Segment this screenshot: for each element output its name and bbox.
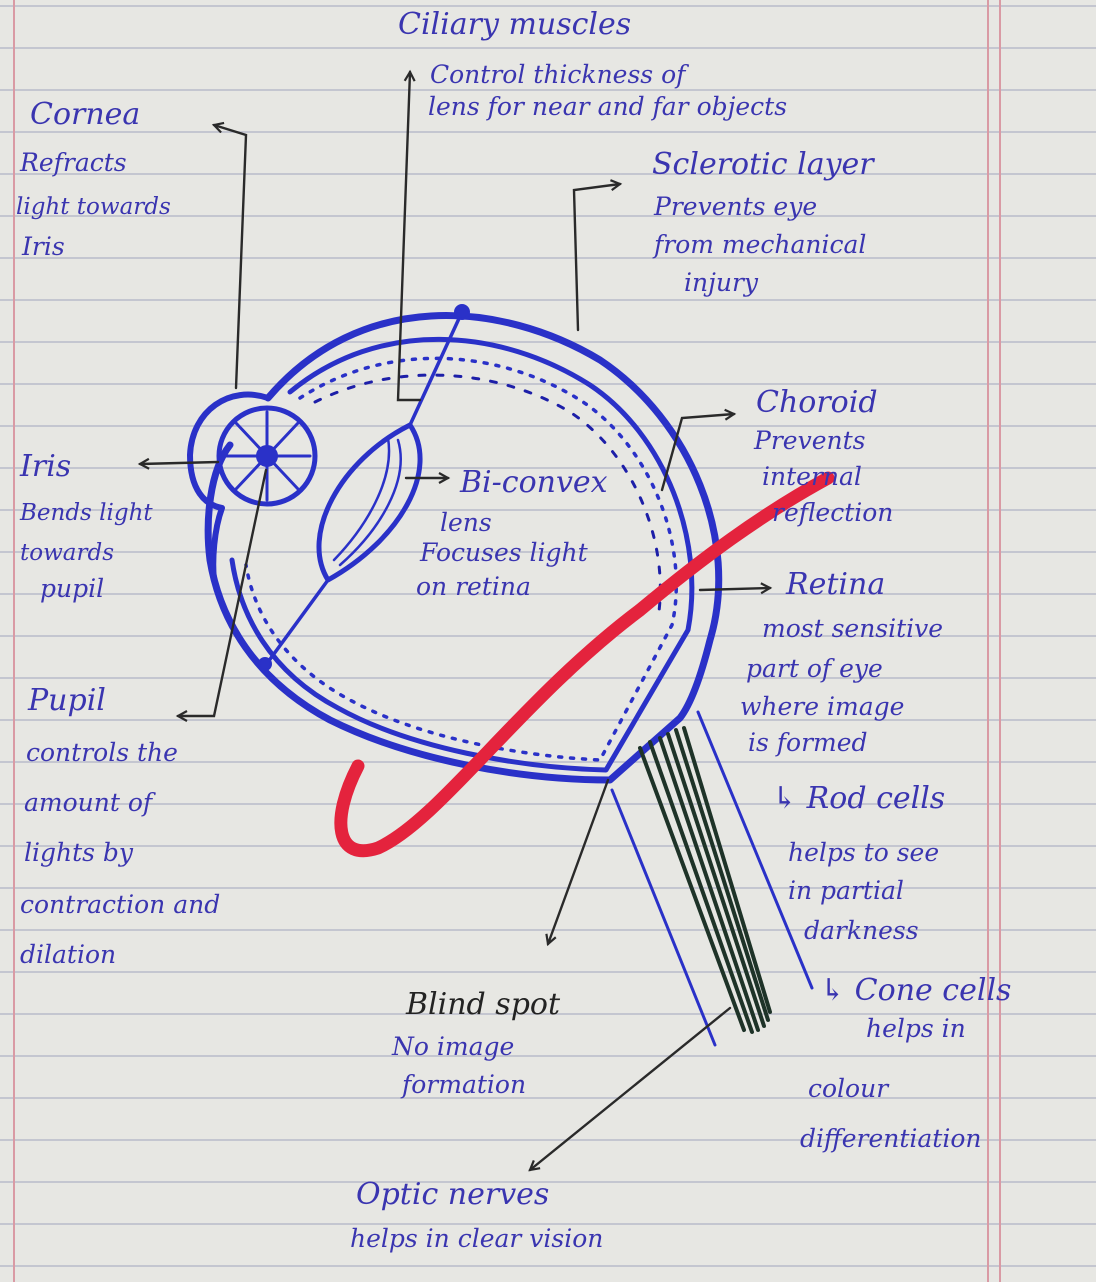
desc-rod-2: in partial	[788, 878, 904, 903]
cornea-pointer	[214, 125, 246, 388]
label-retina: Retina	[786, 570, 885, 600]
desc-ciliary-1: Control thickness of	[430, 62, 685, 87]
desc-cone-2: colour	[808, 1076, 888, 1101]
desc-rod-1: helps to see	[788, 840, 939, 865]
desc-lens-2: Focuses light	[420, 540, 588, 565]
desc-retina-2: part of eye	[746, 656, 883, 681]
desc-choroid-1: Prevents	[754, 428, 865, 453]
desc-blindspot-2: formation	[402, 1072, 526, 1097]
desc-rod-3: darkness	[804, 918, 919, 943]
desc-cone-1: helps in	[866, 1016, 966, 1041]
desc-sclerotic-1: Prevents eye	[654, 194, 817, 219]
desc-ciliary-2: lens for near and far objects	[428, 94, 787, 119]
desc-lens-3: on retina	[416, 574, 531, 599]
label-optic-nerves: Optic nerves	[356, 1180, 549, 1210]
label-iris: Iris	[20, 452, 71, 482]
label-choroid: Choroid	[756, 388, 878, 418]
optic-pointer	[530, 1008, 730, 1170]
label-cone-cells: ↳ Cone cells	[820, 976, 1011, 1006]
desc-pupil-5: dilation	[20, 942, 116, 967]
desc-pupil-1: controls the	[26, 740, 178, 765]
desc-blindspot-1: No image	[392, 1034, 514, 1059]
pupil	[257, 446, 277, 466]
desc-cornea-3: Iris	[22, 234, 65, 259]
label-pupil: Pupil	[28, 686, 106, 716]
desc-optic-1: helps in clear vision	[350, 1226, 603, 1251]
suspensory-ligament-lower	[268, 580, 328, 662]
desc-pupil-2: amount of	[24, 790, 152, 815]
desc-retina-1: most sensitive	[762, 616, 943, 641]
desc-pupil-3: lights by	[24, 840, 133, 865]
iris-pointer	[140, 462, 218, 464]
retina-pointer	[700, 588, 770, 590]
desc-lens-1: lens	[440, 510, 492, 535]
desc-sclerotic-3: injury	[684, 270, 758, 295]
desc-cornea-1: Refracts	[20, 150, 127, 175]
label-sclerotic-layer: Sclerotic layer	[652, 150, 874, 180]
desc-pupil-4: contraction and	[20, 892, 220, 917]
label-ciliary-muscles: Ciliary muscles	[398, 10, 631, 40]
desc-choroid-2: internal	[762, 464, 862, 489]
label-cornea: Cornea	[30, 100, 140, 130]
desc-iris-1: Bends light	[20, 502, 153, 525]
label-blind-spot: Blind spot	[406, 990, 560, 1020]
sclerotic-pointer	[574, 184, 620, 330]
desc-iris-2: towards	[20, 542, 114, 565]
desc-choroid-3: reflection	[772, 500, 893, 525]
desc-retina-3: where image	[740, 694, 904, 719]
biconvex-lens	[319, 425, 420, 580]
label-rod-cells: ↳ Rod cells	[772, 784, 945, 814]
desc-cornea-2: light towards	[16, 196, 171, 219]
ciliary-body-dot	[455, 305, 469, 319]
label-biconvex: Bi-convex	[460, 468, 608, 498]
suspensory-ligament-upper	[410, 312, 462, 425]
optic-nerve-fibres	[640, 728, 770, 1032]
desc-iris-3: pupil	[40, 576, 104, 601]
ciliary-pointer	[398, 72, 420, 400]
desc-sclerotic-2: from mechanical	[654, 232, 866, 257]
desc-cone-3: differentiation	[800, 1126, 982, 1151]
desc-retina-4: is formed	[748, 730, 868, 755]
